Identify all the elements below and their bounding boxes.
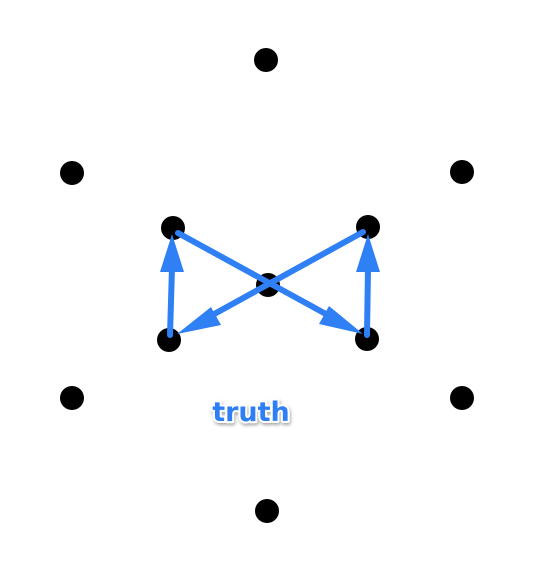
dot-upper-right bbox=[450, 160, 474, 184]
dot-inner-lower-left bbox=[157, 328, 181, 352]
arrow-right-up-shaft bbox=[364, 265, 371, 338]
arrow-right-up-head bbox=[356, 234, 380, 272]
arrow-left-up-shaft bbox=[167, 265, 175, 338]
dot-upper-left bbox=[60, 161, 84, 185]
arrow-diagonal-down-right-head bbox=[319, 306, 363, 334]
arrow-diagonal-down-left-head bbox=[177, 307, 221, 334]
dot-top bbox=[254, 48, 278, 72]
arrow-group bbox=[160, 229, 380, 338]
dot-lower-right bbox=[450, 386, 474, 410]
dot-bottom bbox=[255, 499, 279, 523]
arrow-left-up-head bbox=[160, 234, 184, 272]
arrow-diagonal-down-left-shaft bbox=[204, 229, 366, 321]
diagram-label: truth bbox=[212, 397, 290, 428]
dot-lower-left bbox=[60, 386, 84, 410]
arrow-diagonal-down-right-shaft bbox=[175, 230, 338, 322]
